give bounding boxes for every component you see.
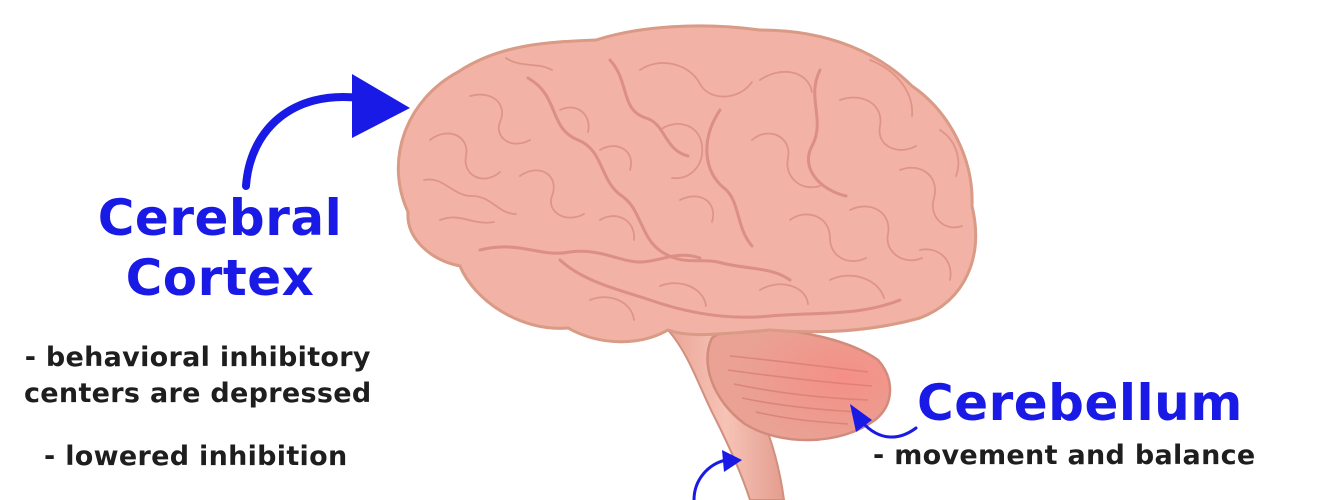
cerebellum-arrow [850, 404, 918, 439]
cerebral-cortex-title: Cerebral Cortex [90, 188, 350, 308]
brainstem-arrow [692, 450, 742, 500]
brain-folds [423, 57, 963, 321]
cortex-note-line1: - behavioral inhibitory [24, 342, 371, 373]
cortex-note-lowered-inhibition: - lowered inhibition [44, 441, 348, 472]
cortex-arrow [242, 74, 410, 190]
cerebrum [396, 24, 978, 344]
cerebellum-note: - movement and balance [873, 440, 1256, 471]
cortex-note-line2: centers are depressed [24, 378, 372, 409]
cortex-note-inhibitory-centers: - behavioral inhibitory centers are depr… [24, 340, 371, 412]
cerebral-cortex-title-line1: Cerebral [97, 189, 343, 247]
cerebral-cortex-title-line2: Cortex [125, 249, 315, 307]
cerebellum-folia [727, 355, 873, 425]
cerebellum-title: Cerebellum [917, 374, 1243, 432]
